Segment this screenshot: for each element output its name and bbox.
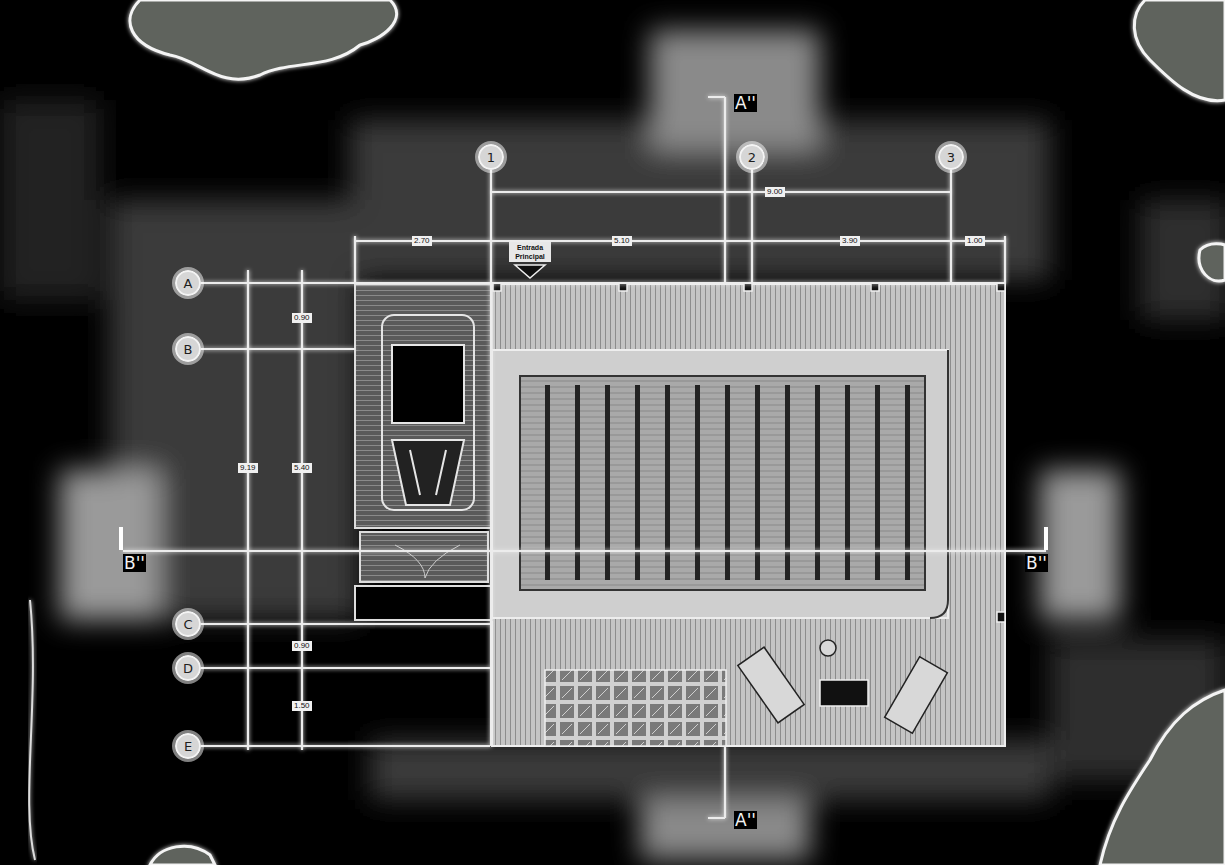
dimension: 9.19	[238, 463, 258, 473]
section-mark: B''	[1025, 554, 1048, 572]
dimension: 5.40	[292, 463, 312, 473]
dimension: 9.00	[765, 187, 785, 197]
grid-label: A	[175, 270, 201, 296]
entrance-note: Entrada Principal	[509, 242, 551, 262]
grid-bubble: 1	[478, 144, 504, 170]
section-mark: A''	[734, 94, 757, 112]
grid-label: C	[175, 611, 201, 637]
grid-label: 3	[938, 144, 964, 170]
dimension: 0.90	[292, 641, 312, 651]
dimension: 1.50	[292, 701, 312, 711]
dimension: 3.90	[840, 236, 860, 246]
grid-bubble: 2	[739, 144, 765, 170]
grid-bubble: B	[175, 336, 201, 362]
section-mark: A''	[734, 811, 757, 829]
grid-label: B	[175, 336, 201, 362]
dimension: 5.10	[612, 236, 632, 246]
grid-bubble: 3	[938, 144, 964, 170]
grid-label: 2	[739, 144, 765, 170]
grid-bubble: E	[175, 733, 201, 759]
grid-bubble: D	[175, 655, 201, 681]
section-mark: B''	[123, 554, 146, 572]
dimension: 0.90	[292, 313, 312, 323]
grid-label: 1	[478, 144, 504, 170]
grid-label: E	[175, 733, 201, 759]
grid-bubble: A	[175, 270, 201, 296]
grid-label: D	[175, 655, 201, 681]
grid-bubble: C	[175, 611, 201, 637]
dimension: 2.70	[412, 236, 432, 246]
dimension: 1.00	[965, 236, 985, 246]
